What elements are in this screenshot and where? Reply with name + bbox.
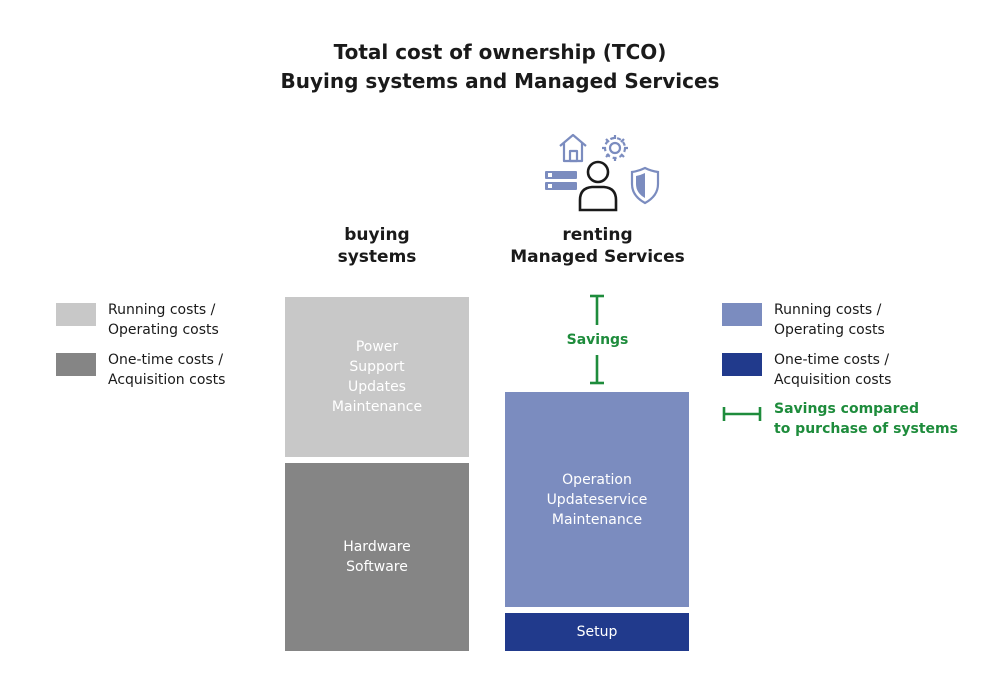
- legend-swatch: [56, 303, 96, 326]
- user-icon: [578, 160, 618, 212]
- legend-swatch: [722, 353, 762, 376]
- house-icon: [559, 133, 587, 163]
- title-line-2: Buying systems and Managed Services: [280, 69, 720, 93]
- buying-heading-line-1: buying: [344, 225, 410, 245]
- shield-icon: [630, 166, 660, 205]
- legend-left-onetime: One-time costs / Acquisition costs: [56, 352, 226, 390]
- managed-services-heading: renting Managed Services: [490, 224, 705, 268]
- gear-icon: [602, 135, 628, 161]
- legend-left-running: Running costs / Operating costs: [56, 302, 219, 340]
- renting-heading-line-1: renting: [562, 225, 633, 245]
- buy-onetime-costs-text: Hardware Software: [343, 539, 411, 575]
- rent-onetime-costs-text: Setup: [576, 624, 618, 640]
- title-line-1: Total cost of ownership (TCO): [333, 40, 667, 64]
- renting-heading-line-2: Managed Services: [510, 247, 685, 267]
- rent-running-costs-text: Operation Updateservice Maintenance: [546, 471, 648, 528]
- legend-label: One-time costs / Acquisition costs: [108, 352, 226, 388]
- legend-swatch: [56, 353, 96, 376]
- legend-right-onetime: One-time costs / Acquisition costs: [722, 352, 892, 390]
- buying-systems-heading: buying systems: [285, 224, 469, 268]
- savings-label: Savings: [566, 332, 629, 348]
- rent-onetime-costs-block: Setup: [505, 613, 689, 651]
- buy-running-costs-block: Power Support Updates Maintenance: [285, 297, 469, 457]
- buy-onetime-costs-block: Hardware Software: [285, 463, 469, 651]
- legend-label: Savings compared to purchase of systems: [774, 401, 958, 437]
- legend-right-running: Running costs / Operating costs: [722, 302, 885, 340]
- legend-label: Running costs / Operating costs: [108, 302, 219, 338]
- legend-swatch: [722, 303, 762, 326]
- rent-running-costs-block: Operation Updateservice Maintenance: [505, 392, 689, 607]
- buy-running-costs-text: Power Support Updates Maintenance: [331, 339, 423, 415]
- server-icon: [545, 171, 577, 190]
- diagram-title: Total cost of ownership (TCO) Buying sys…: [0, 38, 1000, 96]
- savings-bracket-legend-icon: [722, 407, 762, 421]
- legend-right-savings: Savings compared to purchase of systems: [722, 401, 958, 439]
- managed-services-icon-group: [545, 133, 660, 212]
- savings-bracket: [590, 294, 604, 385]
- buying-heading-line-2: systems: [337, 247, 417, 267]
- legend-label: Running costs / Operating costs: [774, 302, 885, 338]
- legend-label: One-time costs / Acquisition costs: [774, 352, 892, 388]
